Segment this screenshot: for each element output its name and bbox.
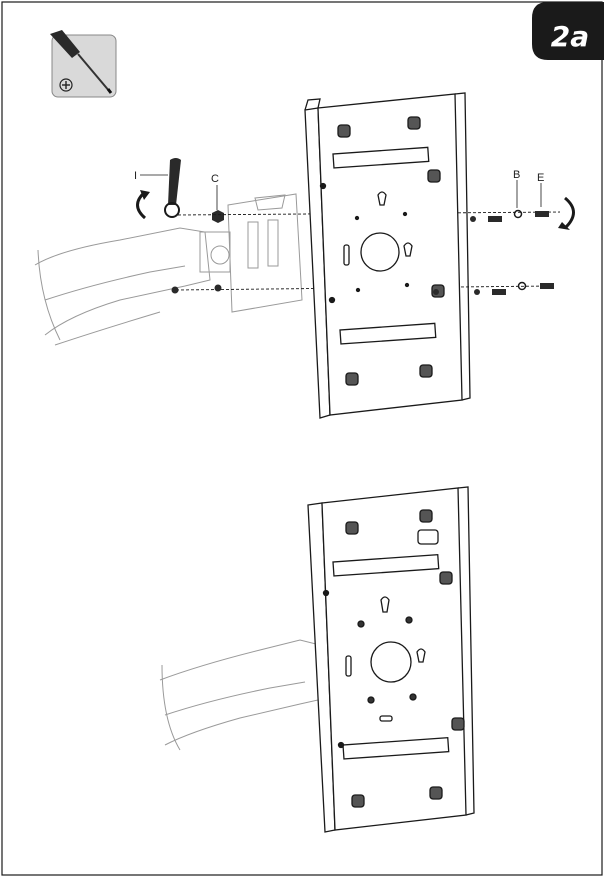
screwdriver-icon [50,30,113,94]
label-nut: C [211,173,219,185]
tool-box [50,30,117,98]
hardware-row-1 [470,180,575,230]
top-assembly: I C [34,92,575,419]
monitor-arm-bottom [159,639,321,751]
monitor-arm-top [34,227,231,346]
hardware-row-2 [171,281,554,295]
label-wrench: I [134,170,137,182]
nut-icon [212,185,224,223]
label-bolt: E [537,172,544,184]
wrench-icon [136,158,181,220]
label-washer: B [513,169,520,181]
bottom-assembly [159,486,475,833]
step-badge: 2a [550,20,590,53]
phillips-icon [59,78,73,92]
step-badge-shape [532,2,604,60]
vesa-adapter-top [227,193,303,313]
monitor-panel-bottom [307,486,475,833]
monitor-panel-top [304,92,471,419]
